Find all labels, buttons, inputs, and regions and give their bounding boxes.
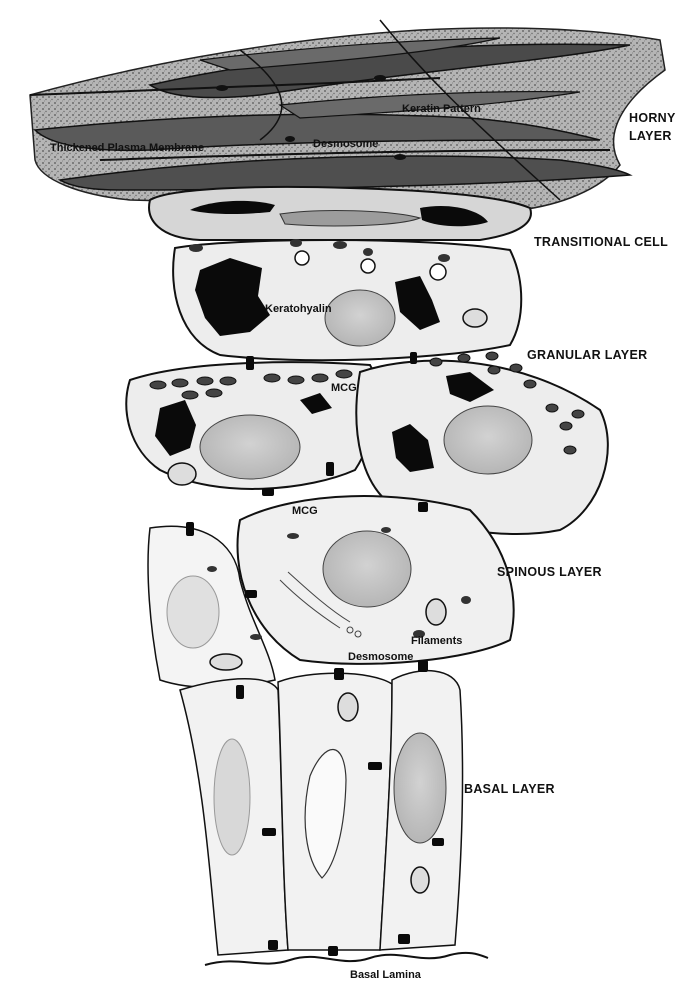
label-desmosome-spinous: Desmosome: [348, 651, 413, 663]
label-filaments: Filaments: [411, 635, 462, 647]
label-desmosome-top: Desmosome: [313, 138, 378, 150]
label-horny-layer-2: LAYER: [629, 129, 672, 143]
transitional-cell: [149, 187, 531, 240]
basal-layer: [180, 671, 488, 965]
spinous-layer: [148, 496, 514, 687]
label-horny-layer-1: HORNY: [629, 111, 676, 125]
label-spinous-layer: SPINOUS LAYER: [497, 565, 602, 579]
label-thickened-plasma-membrane: Thickened Plasma Membrane: [50, 142, 204, 154]
label-basal-layer: BASAL LAYER: [464, 782, 555, 796]
label-mcg-spinous: MCG: [292, 505, 318, 517]
label-keratohyalin: Keratohyalin: [265, 303, 332, 315]
label-keratin-pattern: Keratin Pattern: [402, 103, 481, 115]
label-mcg-granular: MCG: [331, 382, 357, 394]
label-transitional-cell: TRANSITIONAL CELL: [534, 235, 668, 249]
label-granular-layer: GRANULAR LAYER: [527, 348, 647, 362]
granular-cell-top: [173, 239, 521, 360]
horny-layer: [30, 20, 665, 210]
label-basal-lamina: Basal Lamina: [350, 969, 422, 981]
